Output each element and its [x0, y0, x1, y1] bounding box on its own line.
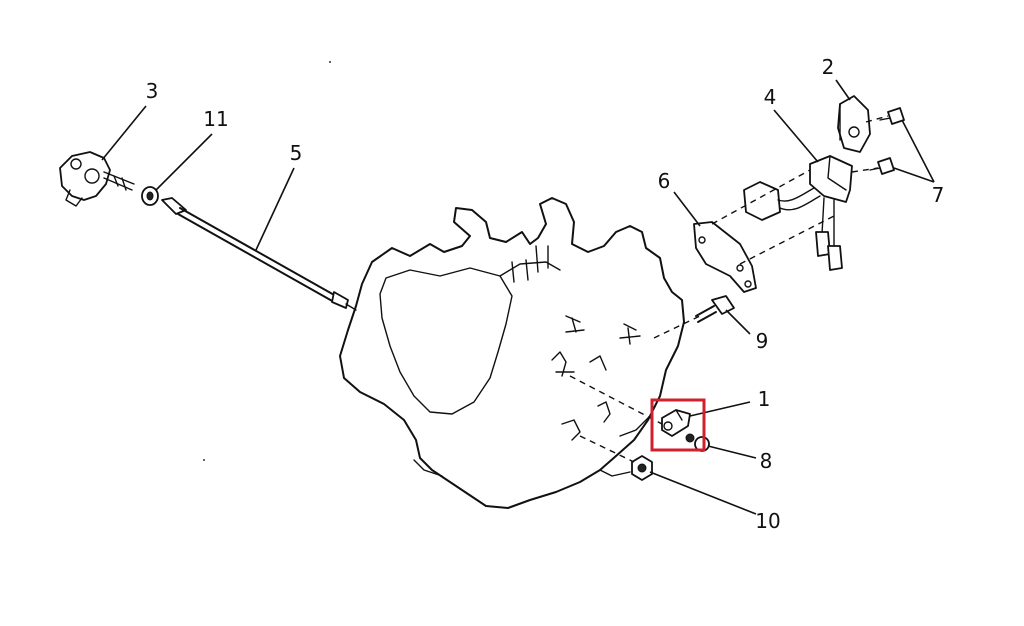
callout-4: 4	[764, 85, 777, 109]
part-3-assembly	[59, 151, 135, 207]
callout-8: 8	[760, 449, 773, 473]
part-5-rod	[161, 197, 357, 311]
part-10-nut	[631, 455, 653, 481]
callout-10: 10	[755, 509, 780, 533]
callout-9: 9	[756, 329, 769, 353]
leader-lines	[101, 79, 935, 515]
callout-labels: 3 11 5 2 4 6 7 9 1 8 10	[146, 55, 945, 533]
speck	[329, 61, 331, 63]
part-6-plate	[693, 221, 757, 293]
assembly-lines	[569, 115, 889, 463]
highlight-box	[650, 398, 706, 452]
callout-5: 5	[290, 141, 303, 165]
part-7-screws	[869, 107, 905, 175]
part-8-screw	[685, 433, 710, 452]
part-2-bracket	[837, 95, 871, 153]
engine-crankcase	[339, 197, 685, 509]
callout-2: 2	[822, 55, 835, 79]
callout-7: 7	[932, 183, 945, 207]
part-4-module	[743, 155, 853, 271]
callout-1: 1	[758, 387, 771, 411]
part-11-washer	[141, 186, 159, 206]
callout-3: 3	[146, 79, 159, 103]
speck	[203, 459, 205, 461]
callout-11: 11	[203, 107, 228, 131]
part-9-bolt	[695, 295, 735, 323]
callout-6: 6	[658, 169, 671, 193]
part-1-bracket	[661, 409, 691, 437]
